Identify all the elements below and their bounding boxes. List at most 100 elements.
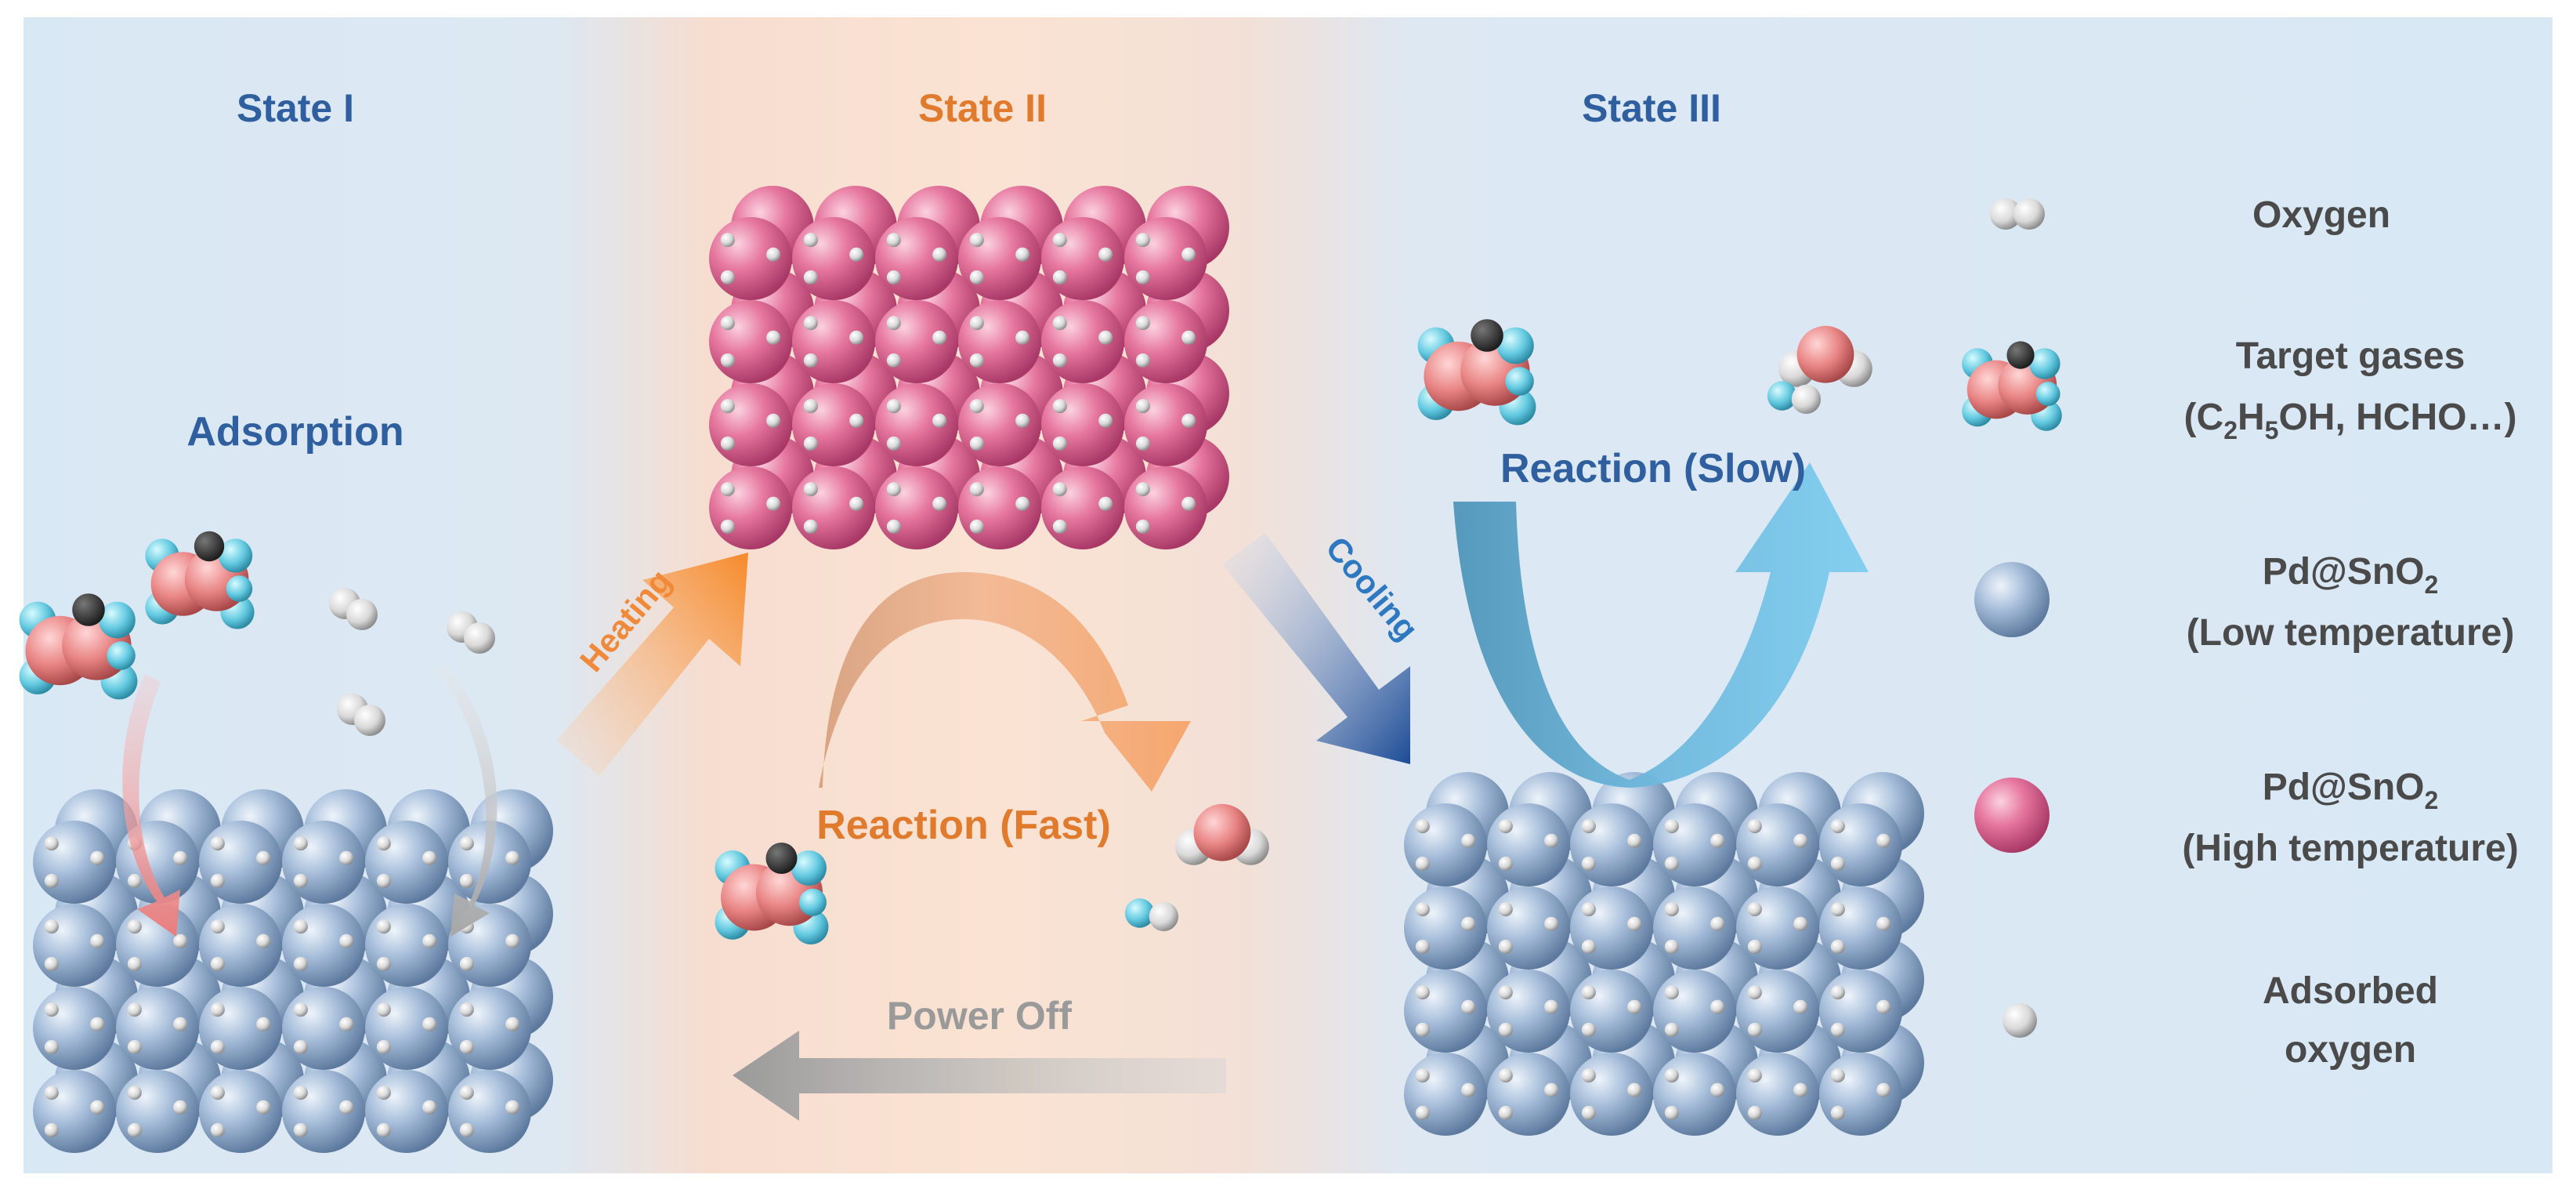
adsorbed-oxygen <box>1747 939 1762 954</box>
adsorbed-oxygen <box>44 919 59 934</box>
adsorbed-oxygen <box>44 1122 59 1137</box>
adsorbed-oxygen <box>339 1017 354 1031</box>
adsorbed-oxygen <box>1876 1082 1891 1097</box>
adsorbed-oxygen <box>886 316 901 331</box>
low-temperature-lattice-right <box>1404 772 1924 1136</box>
adsorbed-oxygen <box>422 1100 437 1115</box>
high-temp-sphere <box>958 217 1041 300</box>
adsorbed-oxygen <box>1052 399 1067 414</box>
low-temp-sphere <box>1736 803 1819 886</box>
adsorbed-oxygen <box>1181 247 1196 262</box>
adsorbed-oxygen <box>1135 233 1150 248</box>
low-temp-sphere <box>199 904 282 987</box>
adsorbed-oxygen <box>44 836 59 851</box>
low-temp-sphere <box>282 987 365 1070</box>
legend-pd-low-subtitle: (Low temperature) <box>2187 612 2515 654</box>
adsorbed-oxygen <box>720 353 735 368</box>
oxygen-atom <box>765 843 798 874</box>
adsorbed-oxygen <box>1627 999 1642 1014</box>
adsorbed-oxygen <box>1876 916 1891 931</box>
adsorbed-oxygen <box>1498 1068 1513 1083</box>
low-temp-sphere <box>1404 803 1487 886</box>
adsorbed-oxygen <box>210 873 225 888</box>
adsorbed-oxygen <box>1098 413 1113 428</box>
adsorbed-oxygen <box>90 850 105 865</box>
low-temp-sphere <box>282 904 365 987</box>
adsorbed-oxygen <box>1052 270 1067 285</box>
low-temp-sphere <box>1487 803 1570 886</box>
adsorbed-oxygen <box>1830 1068 1845 1083</box>
adsorbed-oxygen <box>1747 1068 1762 1083</box>
adsorbed-oxygen <box>339 850 354 865</box>
adsorbed-oxygen <box>720 233 735 248</box>
legend-pd-low-label: Pd@SnO2 <box>2263 551 2439 599</box>
adsorbed-oxygen <box>1581 1068 1596 1083</box>
legend: Oxygen Target gases (C2H5OH, HCHO…) Pd@S… <box>1962 194 2519 1071</box>
legend-oxygen-label: Oxygen <box>2252 194 2390 236</box>
adsorbed-oxygen <box>505 850 520 865</box>
adsorbed-oxygen <box>293 873 308 888</box>
adsorbed-oxygen <box>1461 916 1476 931</box>
legend-target-gases-label: Target gases <box>2236 335 2466 377</box>
low-temp-sphere <box>33 821 116 904</box>
high-temp-sphere <box>1041 383 1124 466</box>
oxygen-adsorption-arrow <box>435 666 497 937</box>
legend-target-gas-icon <box>1962 341 2062 431</box>
adsorbed-oxygen <box>1876 999 1891 1014</box>
adsorbed-oxygen <box>376 836 391 851</box>
adsorbed-oxygen <box>1498 985 1513 1000</box>
adsorbed-oxygen <box>803 233 818 248</box>
adsorbed-oxygen <box>1581 1022 1596 1037</box>
low-temp-sphere <box>365 1070 448 1153</box>
hydrogen-atom <box>226 575 253 602</box>
adsorbed-oxygen <box>1415 939 1430 954</box>
adsorbed-oxygen <box>1793 833 1808 848</box>
adsorbed-oxygen <box>1181 330 1196 345</box>
adsorbed-oxygen <box>1015 413 1030 428</box>
adsorbed-oxygen <box>505 1100 520 1115</box>
legend-adsorbed-label-2: oxygen <box>2285 1029 2416 1071</box>
adsorbed-oxygen <box>720 436 735 451</box>
adsorbed-oxygen <box>1581 856 1596 871</box>
adsorbed-oxygen <box>1498 1022 1513 1037</box>
adsorbed-oxygen <box>766 247 781 262</box>
adsorbed-oxygen <box>505 1017 520 1031</box>
adsorbed-oxygen <box>803 519 818 534</box>
cyan-atom <box>1767 381 1797 411</box>
high-temp-sphere <box>875 300 958 383</box>
adsorbed-oxygen <box>127 919 142 934</box>
oxygen-molecule-atom <box>464 622 495 654</box>
high-temp-sphere <box>958 300 1041 383</box>
adsorbed-oxygen <box>1461 999 1476 1014</box>
oxygen-molecule-atom <box>354 705 385 736</box>
low-temp-sphere <box>33 987 116 1070</box>
low-temp-sphere <box>1736 1053 1819 1136</box>
adsorbed-oxygen <box>1415 856 1430 871</box>
adsorbed-oxygen <box>1830 985 1845 1000</box>
adsorbed-oxygen <box>969 353 984 368</box>
high-temp-sphere <box>792 217 875 300</box>
oxygen-atom <box>1796 325 1854 383</box>
adsorbed-oxygen <box>1415 819 1430 834</box>
low-temp-sphere <box>199 821 282 904</box>
adsorbed-oxygen <box>210 1039 225 1054</box>
adsorbed-oxygen <box>849 496 864 511</box>
adsorbed-oxygen <box>1544 833 1559 848</box>
state-1-title: State I <box>237 86 354 130</box>
adsorbed-oxygen <box>886 399 901 414</box>
low-temp-sphere <box>199 1070 282 1153</box>
adsorbed-oxygen <box>256 850 271 865</box>
high-temp-sphere <box>709 383 792 466</box>
adsorbed-oxygen <box>1664 1105 1679 1120</box>
legend-oxygen-icon <box>1990 198 2045 230</box>
adsorbed-oxygen <box>376 1002 391 1017</box>
adsorbed-oxygen <box>459 836 474 851</box>
adsorbed-oxygen <box>1710 999 1725 1014</box>
oxygen-molecule-atom <box>346 599 378 630</box>
adsorbed-oxygen <box>1581 939 1596 954</box>
adsorbed-oxygen <box>1415 985 1430 1000</box>
adsorbed-oxygen <box>1498 902 1513 917</box>
adsorbed-oxygen <box>173 1100 188 1115</box>
adsorbed-oxygen <box>1664 1022 1679 1037</box>
